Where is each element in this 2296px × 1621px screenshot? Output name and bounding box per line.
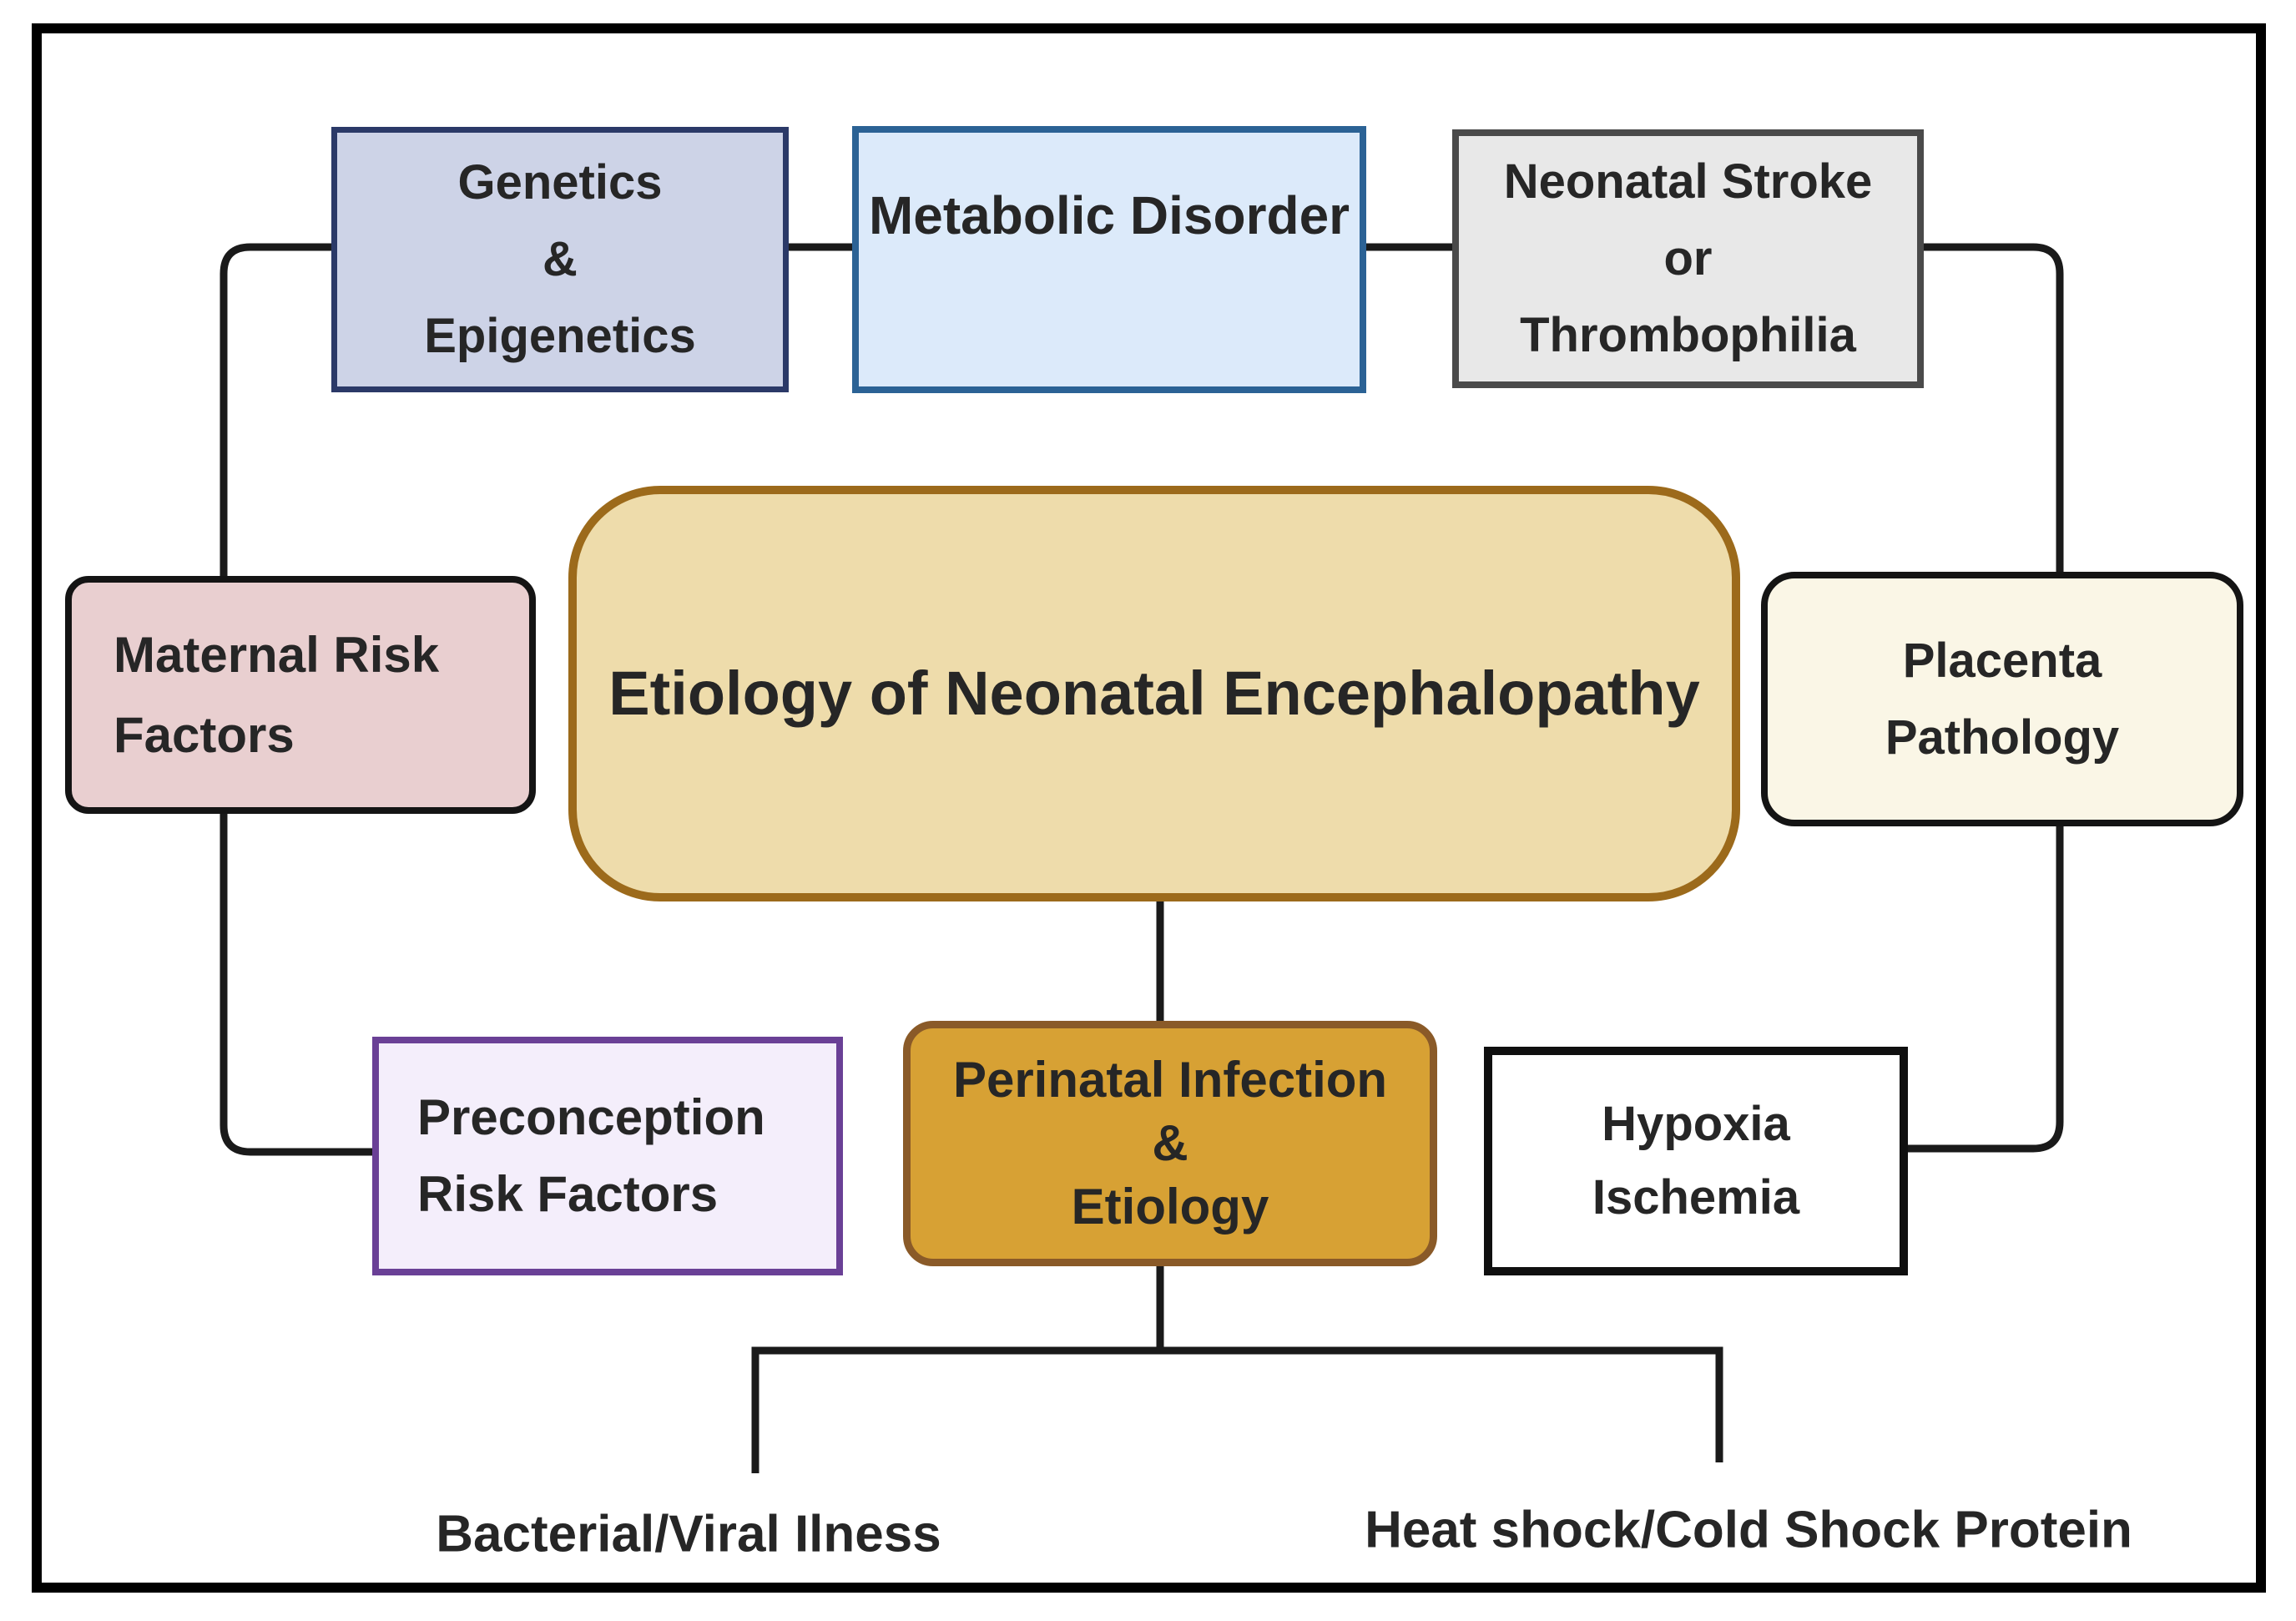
label-heat-shock-cold-shock-protein: Heat shock/Cold Shock Protein — [1365, 1501, 2132, 1560]
node-perinatal-infection-etiology: Perinatal Infection & Etiology — [903, 1021, 1437, 1266]
node-etiology-central: Etiology of Neonatal Encephalopathy — [568, 486, 1740, 901]
node-metabolic-disorder: Metabolic Disorder — [852, 126, 1366, 393]
connector-placenta-to-hypoxia — [1908, 826, 2064, 1153]
node-metabolic-label: Metabolic Disorder — [868, 185, 1350, 245]
node-maternal-label: Maternal Risk Factors — [114, 626, 440, 763]
node-neonatal-label: Neonatal Stroke or Thrombophilia — [1503, 154, 1873, 362]
node-hypoxia-ischemia: Hypoxia Ischemia — [1484, 1047, 1908, 1275]
label-bacterial-text: Bacterial/Viral Ilness — [436, 1505, 941, 1563]
node-etiology-label: Etiology of Neonatal Encephalopathy — [608, 659, 1700, 728]
connector-branch-tee — [751, 1346, 1723, 1473]
node-neonatal-stroke-thrombophilia: Neonatal Stroke or Thrombophilia — [1452, 129, 1924, 388]
node-placenta-pathology: Placenta Pathology — [1761, 572, 2243, 826]
label-bacterial-viral-illness: Bacterial/Viral Ilness — [436, 1505, 941, 1564]
node-perinatal-label: Perinatal Infection & Etiology — [952, 1052, 1388, 1235]
connector-neonatal-to-placenta — [1924, 243, 2064, 572]
node-preconception-risk-factors: Preconception Risk Factors — [372, 1037, 843, 1275]
node-genetics-epigenetics: Genetics & Epigenetics — [331, 127, 789, 392]
node-hypoxia-label: Hypoxia Ischemia — [1592, 1097, 1800, 1225]
label-heatshock-text: Heat shock/Cold Shock Protein — [1365, 1501, 2132, 1559]
node-maternal-risk-factors: Maternal Risk Factors — [65, 576, 536, 814]
connector-genetics-to-maternal — [220, 243, 331, 576]
node-preconception-label: Preconception Risk Factors — [417, 1089, 765, 1222]
connector-maternal-to-preconception — [220, 814, 372, 1156]
node-genetics-label: Genetics & Epigenetics — [424, 155, 696, 363]
node-placenta-label: Placenta Pathology — [1885, 633, 2120, 765]
